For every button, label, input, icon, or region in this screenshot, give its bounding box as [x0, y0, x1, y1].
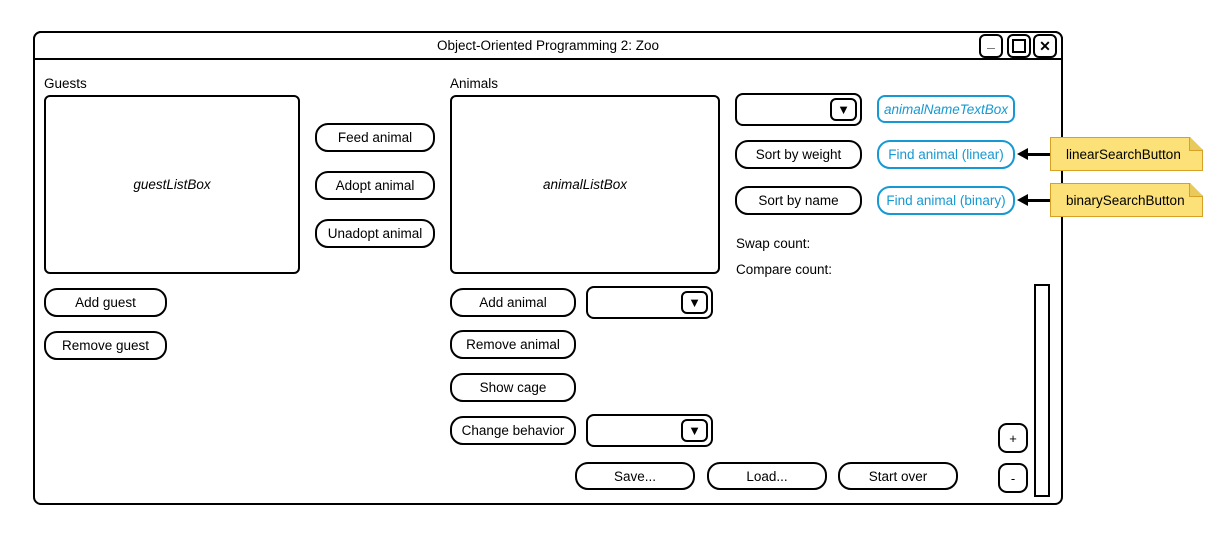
- minimize-icon: _: [987, 34, 995, 50]
- plus-icon: +: [1009, 430, 1017, 446]
- linear-search-note-text: linearSearchButton: [1066, 146, 1181, 162]
- note-fold-icon: [1189, 184, 1202, 197]
- vertical-scrollbar[interactable]: [1034, 284, 1050, 497]
- start-over-label: Start over: [868, 468, 928, 484]
- save-label: Save...: [613, 468, 657, 484]
- find-animal-linear-label: Find animal (linear): [888, 147, 1004, 162]
- sort-by-weight-button[interactable]: Sort by weight: [735, 140, 862, 169]
- behavior-dropdown[interactable]: ▼: [586, 414, 713, 447]
- change-behavior-button[interactable]: Change behavior: [450, 416, 576, 445]
- search-type-dropdown[interactable]: ▼: [735, 93, 862, 126]
- change-behavior-label: Change behavior: [461, 423, 565, 438]
- maximize-icon: [1012, 39, 1026, 53]
- compare-count-label: Compare count:: [736, 262, 833, 277]
- feed-animal-label: Feed animal: [337, 130, 413, 145]
- minimize-button[interactable]: _: [979, 34, 1003, 58]
- remove-animal-button[interactable]: Remove animal: [450, 330, 576, 359]
- minus-button[interactable]: -: [998, 463, 1028, 493]
- title-bar: Object-Oriented Programming 2: Zoo: [33, 31, 1063, 60]
- add-animal-button[interactable]: Add animal: [450, 288, 576, 317]
- linear-search-note: linearSearchButton: [1050, 137, 1203, 171]
- unadopt-animal-label: Unadopt animal: [327, 226, 423, 241]
- animal-type-dropdown-button[interactable]: ▼: [681, 291, 708, 314]
- sort-by-weight-label: Sort by weight: [755, 147, 842, 162]
- binary-arrow-head-icon: [1017, 194, 1028, 206]
- animals-section-label: Animals: [450, 76, 499, 91]
- binary-search-note: binarySearchButton: [1050, 183, 1203, 217]
- unadopt-animal-button[interactable]: Unadopt animal: [315, 219, 435, 248]
- guest-listbox[interactable]: guestListBox: [44, 95, 300, 274]
- load-button[interactable]: Load...: [707, 462, 827, 490]
- find-animal-binary-button[interactable]: Find animal (binary): [877, 186, 1015, 215]
- remove-guest-button[interactable]: Remove guest: [44, 331, 167, 360]
- animal-listbox-placeholder: animalListBox: [542, 177, 628, 192]
- linear-arrow-head-icon: [1017, 148, 1028, 160]
- sort-by-name-button[interactable]: Sort by name: [735, 186, 862, 215]
- plus-button[interactable]: +: [998, 423, 1028, 453]
- feed-animal-button[interactable]: Feed animal: [315, 123, 435, 152]
- animal-name-textbox-placeholder: animalNameTextBox: [883, 101, 1009, 117]
- remove-animal-label: Remove animal: [466, 337, 560, 352]
- find-animal-binary-label: Find animal (binary): [886, 193, 1006, 208]
- linear-arrow-line: [1026, 153, 1052, 156]
- add-guest-label: Add guest: [75, 295, 136, 310]
- guest-listbox-placeholder: guestListBox: [133, 177, 211, 192]
- note-fold-icon: [1189, 138, 1202, 151]
- save-button[interactable]: Save...: [575, 462, 695, 490]
- search-type-dropdown-button[interactable]: ▼: [830, 98, 857, 121]
- animal-type-dropdown[interactable]: ▼: [586, 286, 713, 319]
- guests-section-label: Guests: [44, 76, 87, 91]
- swap-count-label: Swap count:: [736, 236, 811, 251]
- show-cage-button[interactable]: Show cage: [450, 373, 576, 402]
- start-over-button[interactable]: Start over: [838, 462, 958, 490]
- show-cage-label: Show cage: [479, 380, 547, 395]
- maximize-button[interactable]: [1007, 34, 1031, 58]
- add-guest-button[interactable]: Add guest: [44, 288, 167, 317]
- add-animal-label: Add animal: [479, 295, 547, 310]
- adopt-animal-label: Adopt animal: [335, 178, 415, 193]
- binary-search-note-text: binarySearchButton: [1066, 192, 1185, 208]
- chevron-down-icon: ▼: [688, 423, 701, 438]
- close-icon: ✕: [1039, 38, 1051, 54]
- window-title: Object-Oriented Programming 2: Zoo: [436, 38, 660, 53]
- sort-by-name-label: Sort by name: [758, 193, 839, 208]
- remove-guest-label: Remove guest: [61, 338, 150, 353]
- binary-arrow-line: [1026, 199, 1052, 202]
- animal-listbox[interactable]: animalListBox: [450, 95, 720, 274]
- adopt-animal-button[interactable]: Adopt animal: [315, 171, 435, 200]
- load-label: Load...: [746, 468, 788, 484]
- chevron-down-icon: ▼: [837, 102, 850, 117]
- chevron-down-icon: ▼: [688, 295, 701, 310]
- minus-icon: -: [1010, 470, 1016, 486]
- close-button[interactable]: ✕: [1033, 34, 1057, 58]
- find-animal-linear-button[interactable]: Find animal (linear): [877, 140, 1015, 169]
- animal-name-textbox[interactable]: animalNameTextBox: [877, 95, 1015, 123]
- behavior-dropdown-button[interactable]: ▼: [681, 419, 708, 442]
